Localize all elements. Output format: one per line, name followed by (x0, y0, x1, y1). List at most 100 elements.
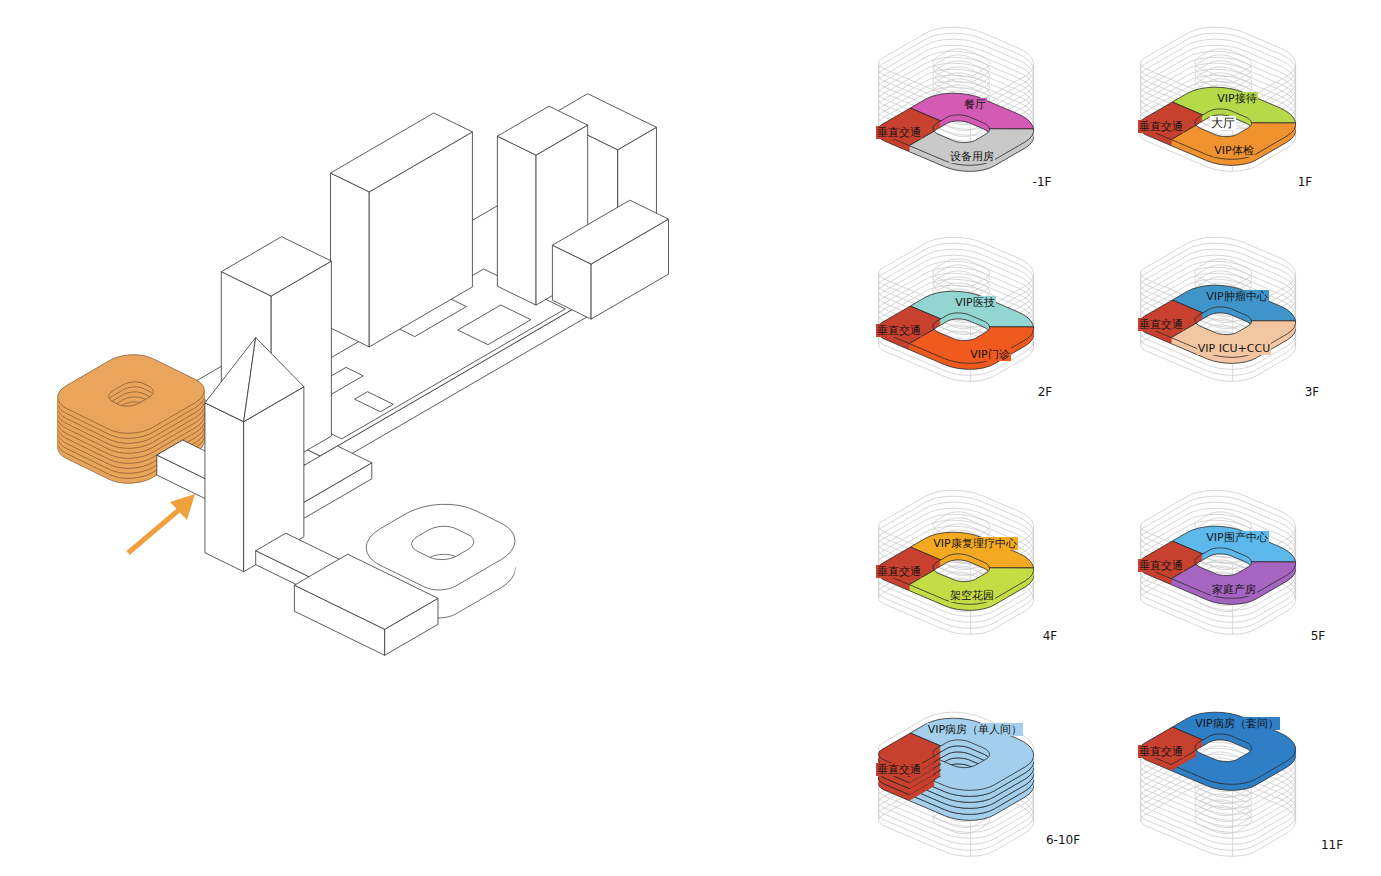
zone-divider (900, 563, 1068, 622)
ghost-edge (1033, 529, 1034, 601)
mass-face (331, 113, 473, 192)
floor-zone: VIP门诊 (912, 326, 1034, 369)
mass-face (244, 338, 304, 422)
floor-label: 3F (1304, 385, 1321, 399)
slab-layer (879, 94, 1034, 166)
zone-divider (855, 730, 947, 776)
divider-line (1162, 118, 1330, 177)
mass-face (552, 200, 668, 264)
ghost-edge (878, 62, 879, 134)
ring-layer (58, 355, 205, 434)
zone-slab (1117, 526, 1295, 604)
slab-face (879, 292, 1034, 364)
slab-layer (1141, 88, 1296, 160)
ghost-outline (879, 243, 1034, 315)
floor-zone: 设备用房 (912, 128, 1034, 171)
divider-line (855, 730, 947, 776)
slab-face (879, 533, 1034, 605)
zone-slab (879, 532, 1069, 622)
zone-label: 架空花园 (949, 589, 995, 602)
ghost-floors (1141, 27, 1296, 171)
floor-zone: 垂直交通 (874, 733, 940, 800)
floor-zone: VIP ICU+CCU (1174, 320, 1296, 363)
floor-zone: 垂直交通 (1136, 727, 1202, 770)
zone-slab (855, 718, 1033, 820)
zone-label: 餐厅 (963, 98, 987, 111)
zone-divider (1117, 724, 1209, 770)
zone-divider (1162, 316, 1330, 375)
floor-label-holder: -1F (1032, 175, 1053, 189)
floor-label: 6-10F (1045, 833, 1081, 847)
floor-label: 4F (1042, 629, 1059, 643)
floor-label: 2F (1037, 385, 1054, 399)
zone-label: VIP医技 (954, 296, 995, 309)
slab-layer (1141, 527, 1296, 599)
zone-slab (855, 532, 1033, 610)
zone-label: 家庭产房 (1211, 583, 1257, 596)
ghost-outline (1141, 33, 1296, 105)
arrow-head (170, 494, 195, 520)
mass-face (331, 173, 370, 347)
mass-face (294, 554, 438, 629)
zone-label: VIP肿瘤中心 (1205, 290, 1268, 303)
slab-face (879, 719, 1034, 791)
ring-layer (58, 356, 205, 435)
slab-face (1141, 286, 1296, 358)
ghost-floors (879, 490, 1034, 634)
entry-arrow (128, 494, 195, 553)
ghost-floors (879, 237, 1034, 381)
slab-layer (1141, 286, 1296, 358)
zone-divider (1162, 118, 1330, 177)
zone-label: VIP康复理疗中心 (932, 537, 1017, 550)
zone-label: VIP ICU+CCU (1197, 342, 1272, 355)
slab-face (1141, 88, 1296, 160)
slab-layer (879, 719, 1034, 791)
slab-face (1141, 527, 1296, 599)
floor-label-holder: 3F (1304, 385, 1321, 399)
slab-layer (879, 718, 1034, 790)
ghost-outline (879, 27, 1034, 99)
zone-slab (879, 291, 1069, 381)
zone-label: 垂直交通 (1138, 318, 1184, 331)
zone-slab (879, 93, 1069, 183)
mass-face (497, 106, 587, 155)
mass-face (355, 392, 394, 412)
ghost-outline (1141, 237, 1296, 309)
mass-face (205, 403, 244, 572)
floor-label: 11F (1320, 838, 1344, 852)
floor-label: 5F (1310, 629, 1327, 643)
zone-slab (1141, 87, 1331, 177)
zone-label: VIP病房（套间） (1194, 717, 1279, 730)
ghost-edge (1232, 784, 1233, 856)
building-mass (294, 554, 438, 655)
zone-label: 垂直交通 (1138, 559, 1184, 572)
zone-slab (1141, 285, 1331, 375)
divider-line (1162, 316, 1330, 375)
building-mass (552, 200, 668, 319)
floor-label-holder: 4F (1042, 629, 1059, 643)
arrow-shaft (128, 509, 180, 553)
slab-face (879, 94, 1034, 166)
zone-label: 垂直交通 (876, 565, 922, 578)
zone-label: 设备用房 (949, 150, 995, 163)
floor-label: 1F (1297, 175, 1314, 189)
divider-line (900, 563, 1068, 622)
zone-slab (855, 291, 1033, 369)
zone-label: VIP接待 (1216, 92, 1257, 105)
zone-label: 垂直交通 (876, 763, 922, 776)
zone-label: 垂直交通 (1138, 745, 1184, 758)
slab-face (879, 718, 1034, 790)
divider-line (900, 322, 1068, 381)
zone-label: 垂直交通 (876, 126, 922, 139)
zone-label: VIP门诊 (969, 348, 1010, 361)
zone-label: 垂直交通 (876, 324, 922, 337)
floor-label-holder: 2F (1037, 385, 1054, 399)
building-mass (331, 113, 473, 347)
ghost-edge (1295, 276, 1296, 348)
ghost-floors (879, 712, 1034, 856)
site-axonometric (58, 94, 669, 656)
ghost-outline (879, 237, 1034, 309)
zone-divider (1162, 557, 1330, 616)
ghost-edge (1295, 751, 1296, 823)
ghost-floors (1141, 237, 1296, 381)
